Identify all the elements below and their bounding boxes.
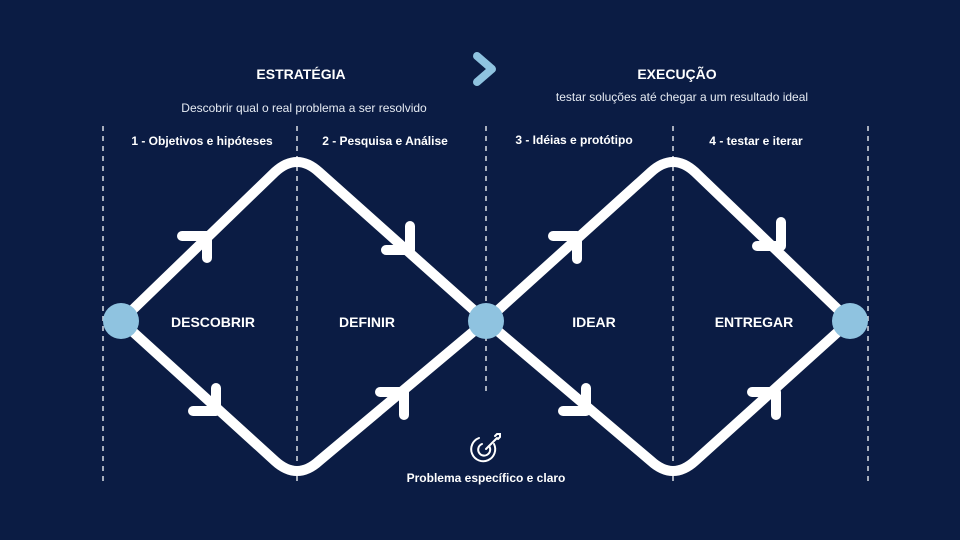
phase-descobrir: DESCOBRIR [170,314,256,330]
phase-idear: IDEAR [572,314,616,330]
step-2-label: 2 - Pesquisa e Análise [322,134,448,148]
phase-entregar: ENTREGAR [714,314,794,330]
strategy-title: ESTRATÉGIA [256,66,346,82]
arrow-down-right-icon [752,217,786,251]
execution-title: EXECUÇÃO [637,66,717,82]
arrow-up-right-icon [177,231,212,263]
arrow-up-right-icon [548,231,582,264]
arrow-down-right-icon [188,383,221,416]
middle-node [468,303,504,339]
step-4-label: 4 - testar e iterar [709,134,803,148]
target-dart-icon [470,433,501,463]
phase-definir: DEFINIR [339,314,395,330]
right-diamond [481,157,855,476]
execution-subtitle: testar soluções até chegar a um resultad… [555,90,809,104]
center-label: Problema específico e claro [406,471,566,485]
phase-dividers [102,126,869,482]
chevron-right-icon [473,52,496,86]
start-node [103,303,139,339]
end-node [832,303,868,339]
arrow-up-right-icon [747,387,781,420]
arrow-up-right-icon [375,387,409,420]
strategy-subtitle: Descobrir qual o real problema a ser res… [181,101,427,115]
arrow-down-right-icon [381,221,415,255]
arrow-down-right-icon [558,383,591,416]
step-1-label: 1 - Objetivos e hipóteses [131,134,273,148]
step-3-label: 3 - Idéias e protótipo [515,133,633,147]
